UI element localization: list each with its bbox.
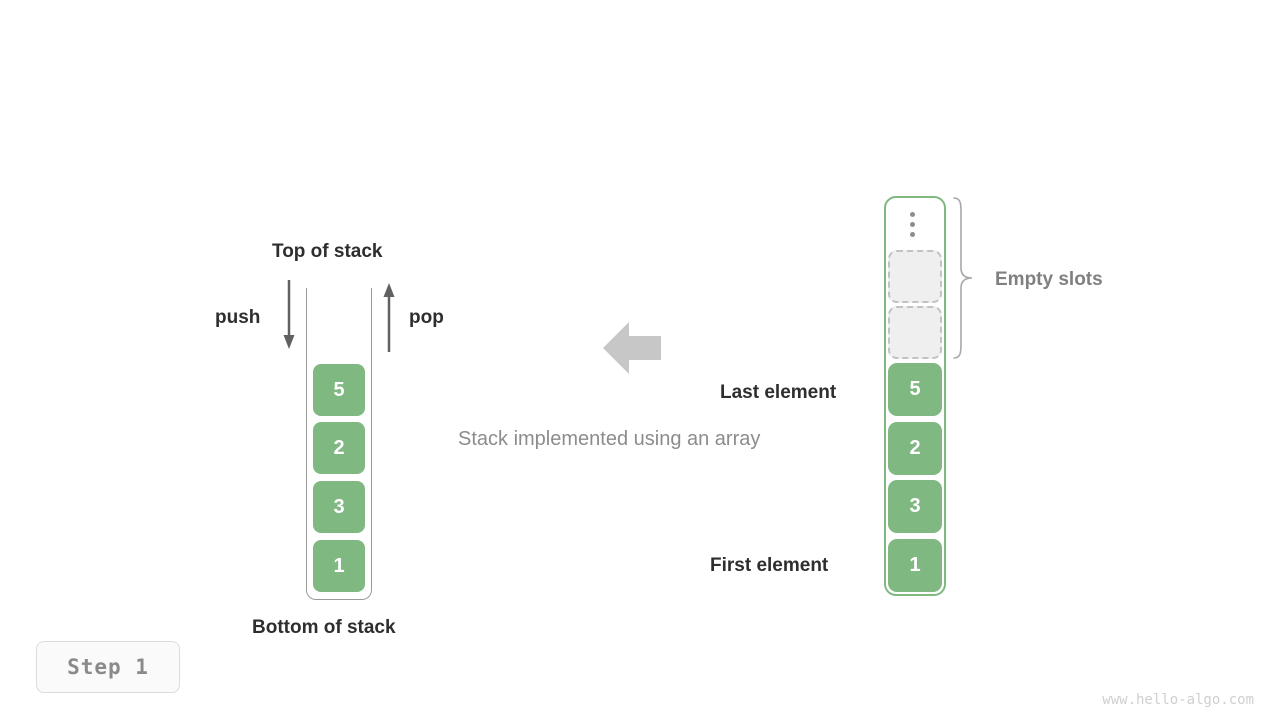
array-empty-slot [888,250,942,303]
push-arrow-icon [282,280,296,350]
stack-cell: 5 [313,364,365,416]
vertical-ellipsis-icon [910,212,918,238]
first-element-label: First element [710,555,829,576]
diagram-caption: Stack implemented using an array [458,428,761,450]
array-cell: 3 [888,480,942,533]
push-label: push [215,307,261,328]
watermark: www.hello-algo.com [1102,692,1254,708]
array-cell: 1 [888,539,942,592]
pop-arrow-icon [382,282,396,352]
stack-cell: 1 [313,540,365,592]
array-cell: 2 [888,422,942,475]
stack-container [306,288,372,600]
top-of-stack-label: Top of stack [272,241,383,262]
left-pointing-arrow-icon [603,322,661,374]
last-element-label: Last element [720,382,837,403]
array-empty-slot [888,306,942,359]
pop-label: pop [409,307,444,328]
step-badge-label: Step 1 [67,655,149,679]
bottom-of-stack-label: Bottom of stack [252,617,396,638]
stack-cell: 3 [313,481,365,533]
empty-slots-brace [952,196,974,360]
step-badge: Step 1 [36,641,180,693]
stack-cell: 2 [313,422,365,474]
empty-slots-label: Empty slots [995,269,1103,290]
array-cell: 5 [888,363,942,416]
